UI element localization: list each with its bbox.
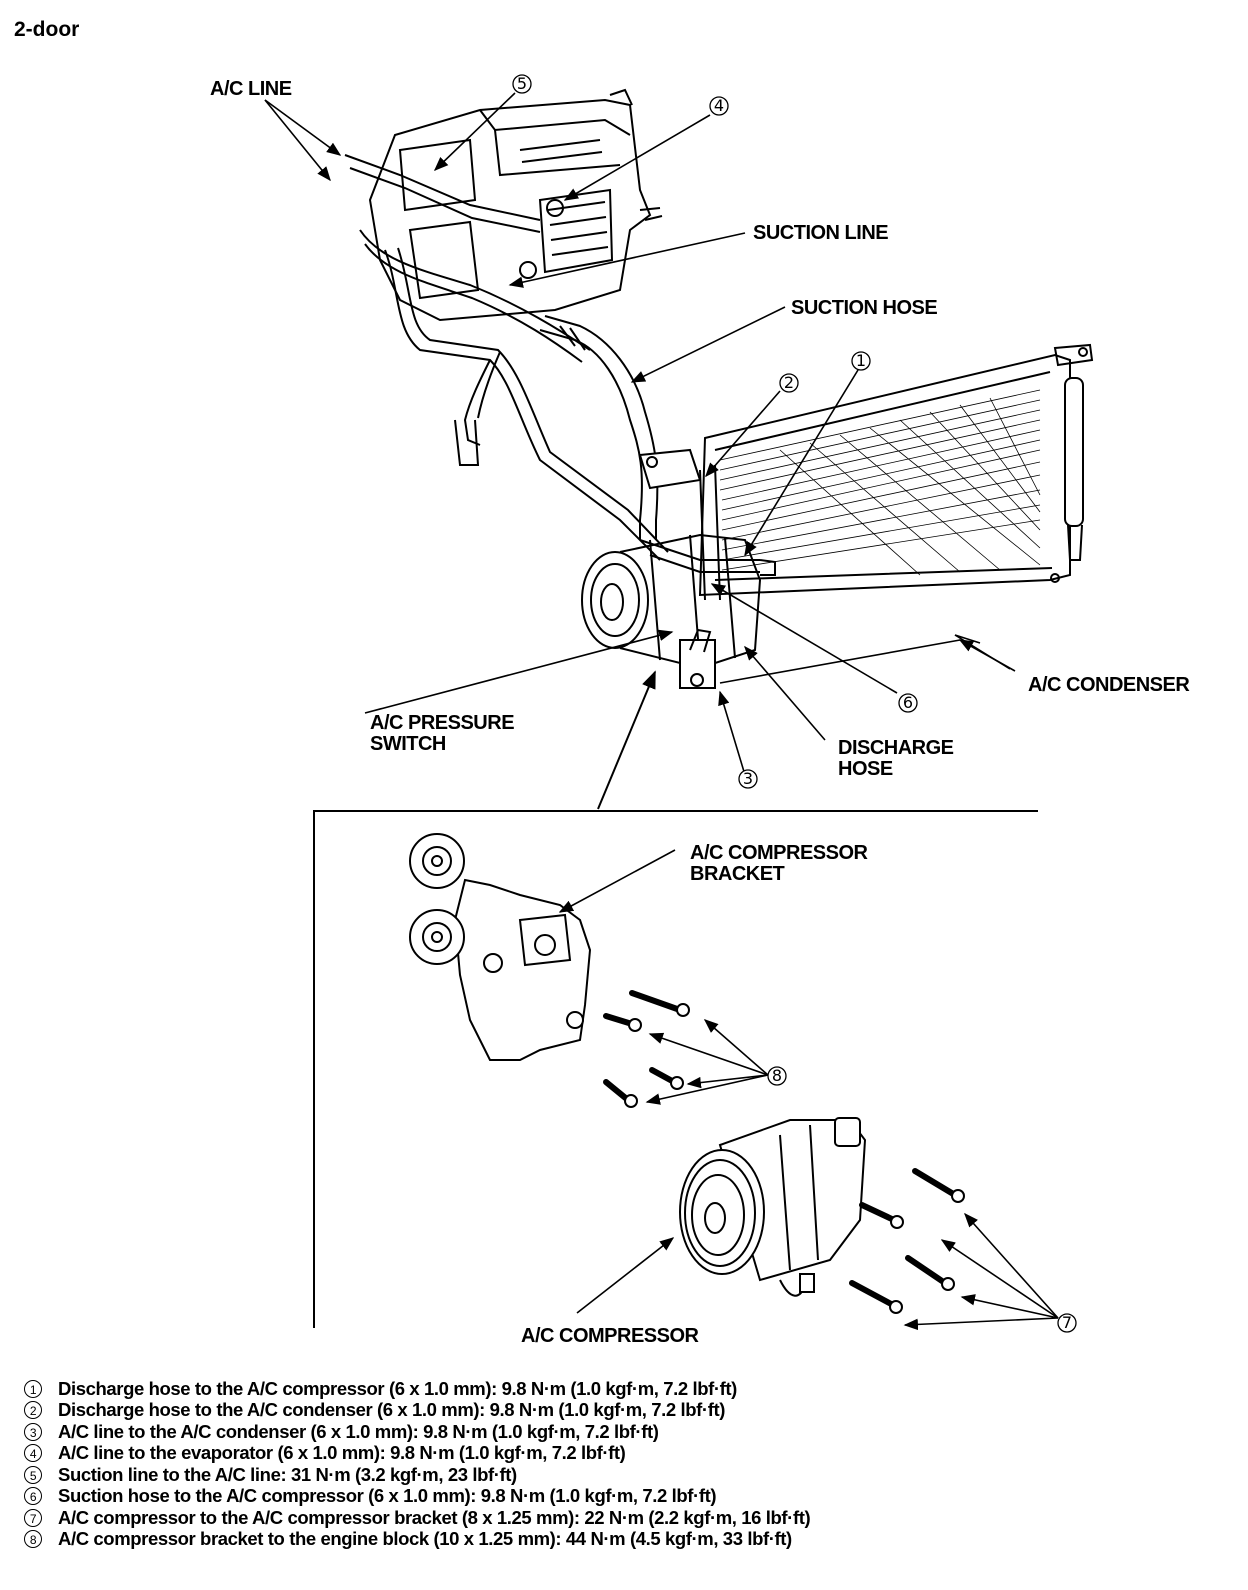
condenser	[698, 343, 1094, 597]
label-ac-pressure-switch-line1: A/C PRESSURE	[370, 712, 515, 734]
label-ac-pressure-switch-line2: SWITCH	[370, 733, 446, 755]
svg-text:5: 5	[517, 74, 527, 93]
legend-text-6: Suction hose to the A/C compressor (6 x …	[58, 1485, 717, 1507]
legend-item-1: 1 Discharge hose to the A/C compressor (6…	[24, 1378, 1224, 1400]
legend-item-2: 2 Discharge hose to the A/C condenser (6 …	[24, 1399, 1224, 1422]
legend-num-5: 5	[24, 1465, 42, 1484]
callout-3: 3	[738, 769, 758, 789]
legend-text-7: A/C compressor to the A/C compressor bra…	[58, 1506, 811, 1528]
label-discharge-hose-line1: DISCHARGE	[838, 737, 954, 759]
callout-2: 2	[779, 373, 799, 393]
legend-item-8: 8 A/C compressor bracket to the engine bl…	[24, 1528, 1224, 1551]
legend-num-2: 2	[24, 1401, 42, 1420]
suction-hose	[539, 315, 659, 540]
legend-num-1: 1	[24, 1379, 42, 1398]
bracket-bolts	[603, 990, 690, 1108]
label-suction-line: SUCTION LINE	[753, 222, 889, 244]
legend-text-2: Discharge hose to the A/C condenser (6 x…	[58, 1399, 725, 1421]
legend-num-7: 7	[24, 1508, 42, 1527]
legend-text-4: A/C line to the evaporator (6 x 1.0 mm):…	[58, 1442, 626, 1464]
legend-text-3: A/C line to the A/C condenser (6 x 1.0 m…	[58, 1420, 659, 1442]
svg-text:1: 1	[856, 351, 866, 370]
label-ac-compressor-bracket-line1: A/C COMPRESSOR	[690, 842, 868, 864]
leader-lines	[264, 92, 1059, 1331]
legend-item-3: 3 A/C line to the A/C condenser (6 x 1.0 …	[24, 1421, 1224, 1443]
svg-text:7: 7	[1062, 1313, 1072, 1332]
legend-text-8: A/C compressor bracket to the engine blo…	[58, 1528, 792, 1550]
svg-text:4: 4	[714, 96, 724, 115]
svg-text:6: 6	[903, 693, 913, 712]
label-suction-hose: SUCTION HOSE	[791, 297, 938, 319]
page-title: 2-door	[14, 18, 80, 41]
callout-4: 4	[709, 96, 729, 116]
callout-5: 5	[512, 74, 532, 94]
ac-lines	[344, 154, 669, 561]
label-ac-condenser: A/C CONDENSER	[1028, 674, 1190, 696]
legend-num-3: 3	[24, 1422, 42, 1441]
callout-6: 6	[898, 693, 918, 713]
svg-text:2: 2	[784, 373, 794, 392]
callout-1: 1	[851, 351, 871, 371]
legend-item-5: 5 Suction line to the A/C line: 31 N·m (3…	[24, 1464, 1224, 1486]
legend-text-1: Discharge hose to the A/C compressor (6 …	[58, 1377, 737, 1399]
compressor-top	[581, 448, 776, 689]
legend-num-4: 4	[24, 1444, 42, 1463]
torque-legend: 1 Discharge hose to the A/C compressor (6…	[24, 1378, 1224, 1550]
compressor-bracket	[409, 833, 592, 1061]
legend-item-4: 4 A/C line to the evaporator (6 x 1.0 mm)…	[24, 1442, 1224, 1465]
evaporator-unit	[368, 88, 663, 322]
label-ac-line: A/C LINE	[210, 78, 292, 100]
inset-frame	[313, 670, 1038, 1328]
label-discharge-hose-line2: HOSE	[838, 758, 893, 780]
legend-num-6: 6	[24, 1487, 42, 1506]
callout-8: 8	[767, 1066, 787, 1086]
legend-item-7: 7 A/C compressor to the A/C compressor br…	[24, 1507, 1224, 1529]
legend-text-5: Suction line to the A/C line: 31 N·m (3.…	[58, 1463, 517, 1485]
callout-7: 7	[1057, 1313, 1077, 1333]
legend-num-8: 8	[24, 1530, 42, 1549]
legend-item-6: 6 Suction hose to the A/C compressor (6 x…	[24, 1485, 1224, 1508]
svg-text:3: 3	[743, 769, 753, 788]
svg-text:8: 8	[772, 1066, 782, 1085]
compressor-bolts	[849, 1168, 965, 1314]
label-ac-compressor-bracket-line2: BRACKET	[690, 863, 785, 885]
label-ac-compressor: A/C COMPRESSOR	[521, 1325, 699, 1347]
compressor-inset	[679, 1117, 867, 1297]
